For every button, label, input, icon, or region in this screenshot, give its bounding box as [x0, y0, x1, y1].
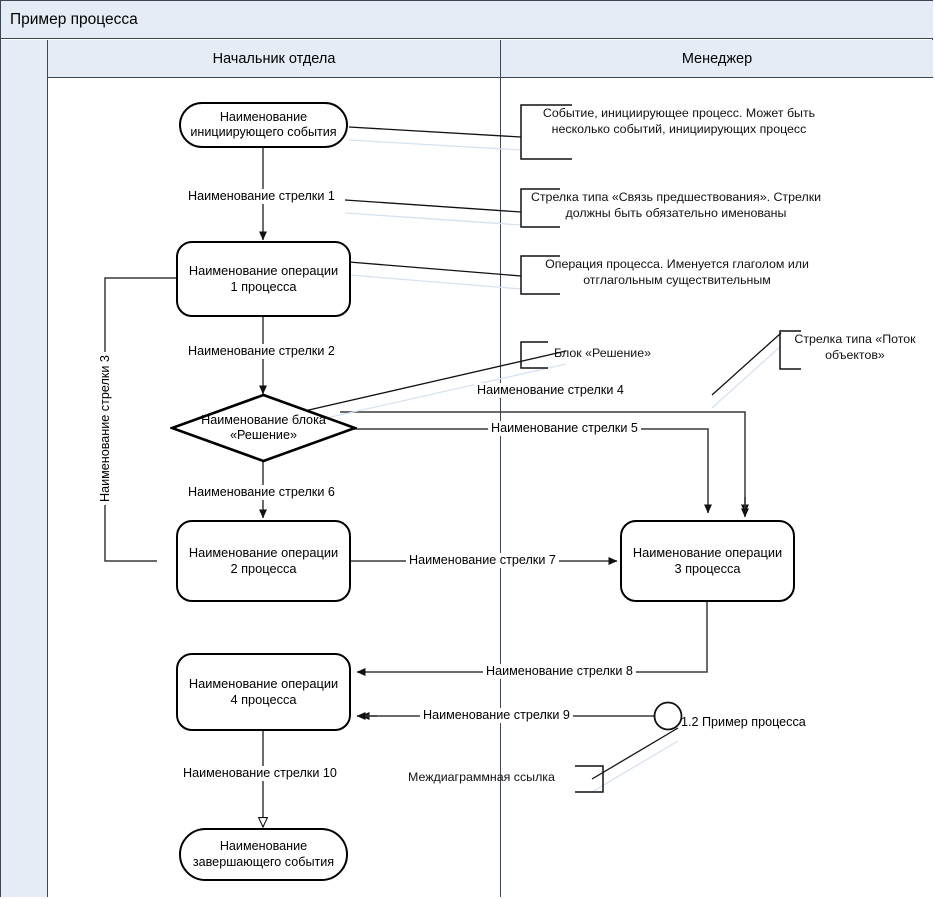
- annotation-sequence-flow: Стрелка типа «Связь предшествования». Ст…: [520, 188, 832, 228]
- edge-label-arrow-10: Наименование стрелки 10: [180, 766, 340, 782]
- annotation-start-event: Событие, инициирующее процесс. Может быт…: [520, 104, 820, 160]
- edge-label-arrow-3: Наименование стрелки 3: [98, 352, 114, 505]
- task-3-label-line2: 3 процесса: [674, 561, 741, 576]
- annotation-bracket-icon: [520, 255, 560, 295]
- task-1-label-line1: Наименование операции: [188, 263, 339, 279]
- task-2-node[interactable]: Наименование операции 2 процесса: [176, 520, 351, 602]
- annotation-interdiagram-link: Междиаграммная ссылка: [408, 765, 604, 793]
- decision-label-line2: «Решение»: [230, 428, 297, 442]
- annotation-bracket-icon: [520, 188, 560, 228]
- decision-node[interactable]: Наименование блока «Решение»: [168, 393, 359, 463]
- decision-diamond-shape: [168, 393, 359, 463]
- task-1-label-line2: 1 процесса: [230, 279, 297, 294]
- annotation-bracket-icon: [575, 765, 604, 793]
- start-event-node[interactable]: Наименование инициирующего события: [179, 102, 348, 148]
- task-2-label-line1: Наименование операции: [188, 545, 339, 561]
- edge-label-arrow-6: Наименование стрелки 6: [185, 485, 338, 501]
- task-4-label-line1: Наименование операции: [188, 676, 339, 692]
- annotation-sequence-flow-text: Стрелка типа «Связь предшествования». Ст…: [530, 190, 822, 221]
- start-event-label-line1: Наименование: [219, 109, 308, 124]
- end-event-label-line2: завершающего события: [192, 854, 335, 869]
- annotation-object-flow-text: Стрелка типа «Поток объектов»: [794, 332, 916, 363]
- task-4-label-line2: 4 процесса: [230, 692, 297, 707]
- annotation-bracket-icon: [520, 104, 572, 160]
- task-3-node[interactable]: Наименование операции 3 процесса: [620, 520, 795, 602]
- edge-label-arrow-8: Наименование стрелки 8: [483, 664, 636, 680]
- annotation-start-event-text: Событие, инициирующее процесс. Может быт…: [542, 106, 816, 137]
- annotation-bracket-icon: [779, 330, 801, 370]
- swimlane-1-label: Начальник отдела: [212, 50, 336, 67]
- edge-label-arrow-1: Наименование стрелки 1: [185, 189, 338, 205]
- swimlane-2-label: Менеджер: [681, 50, 753, 67]
- offpage-connector-label: 1.2 Пример процесса: [681, 715, 806, 729]
- decision-label-line1: Наименование блока: [201, 412, 326, 427]
- annotation-object-flow: Стрелка типа «Поток объектов»: [779, 330, 927, 370]
- annotation-interdiagram-link-text: Междиаграммная ссылка: [408, 770, 555, 784]
- annotation-operation-text: Операция процесса. Именуется глаголом ил…: [545, 257, 809, 288]
- edge-label-arrow-2: Наименование стрелки 2: [185, 344, 338, 360]
- diagram-title-bar: Пример процесса: [1, 1, 933, 39]
- swimlane-2-header: Менеджер: [501, 40, 933, 78]
- start-event-label-line2: инициирующего события: [190, 125, 337, 139]
- edge-label-arrow-5: Наименование стрелки 5: [488, 421, 641, 437]
- task-1-node[interactable]: Наименование операции 1 процесса: [176, 241, 351, 317]
- annotation-decision-text: Блок «Решение»: [554, 346, 651, 360]
- end-event-node[interactable]: Наименование завершающего события: [179, 828, 348, 881]
- annotation-decision: Блок «Решение»: [520, 341, 680, 369]
- annotation-operation: Операция процесса. Именуется глаголом ил…: [520, 255, 822, 295]
- task-2-label-line2: 2 процесса: [230, 561, 297, 576]
- edge-label-arrow-7: Наименование стрелки 7: [406, 553, 559, 569]
- annotation-bracket-icon: [520, 341, 548, 369]
- edge-label-arrow-4: Наименование стрелки 4: [474, 383, 627, 399]
- edge-label-arrow-9: Наименование стрелки 9: [420, 708, 573, 724]
- task-3-label-line1: Наименование операции: [632, 545, 783, 561]
- page-title: Пример процесса: [10, 10, 138, 28]
- lane-gutter-column: [1, 40, 48, 897]
- end-event-label-line1: Наименование: [219, 839, 308, 854]
- task-4-node[interactable]: Наименование операции 4 процесса: [176, 653, 351, 731]
- swimlane-1-header: Начальник отдела: [48, 40, 500, 78]
